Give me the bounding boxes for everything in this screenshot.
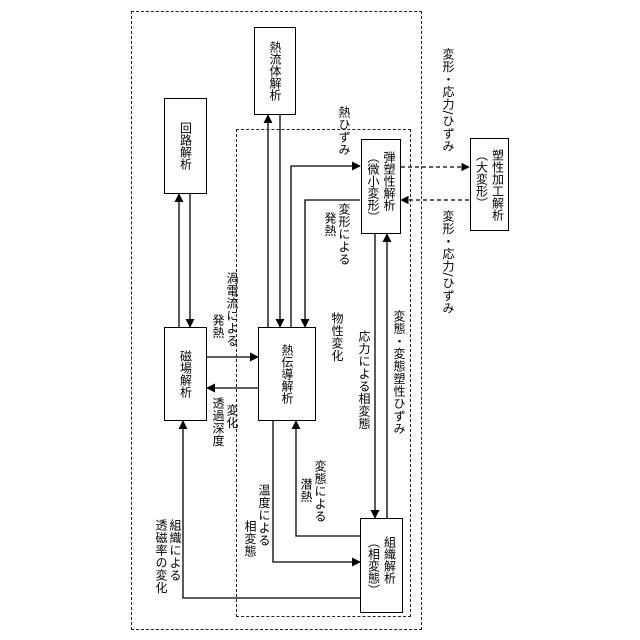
label-stress-phase: 応力による相変態 bbox=[357, 330, 371, 430]
label-deform-heat-1: 変形による bbox=[337, 203, 351, 266]
label-property-change: 物性変化 bbox=[330, 312, 344, 362]
label-permeability-1: 組織による bbox=[168, 519, 182, 582]
label-eddy-heat-1: 渦電流による bbox=[225, 272, 239, 347]
label-depth-2: 変化 bbox=[225, 404, 239, 429]
label-depth-1: 透過深度 bbox=[211, 397, 225, 447]
label-latent-2: 潜熱 bbox=[299, 478, 313, 503]
elastoplastic-sublabel: （微小変形） bbox=[366, 151, 380, 223]
label-temp-phase-2: 相変態 bbox=[243, 520, 257, 558]
label-deform-heat-2: 発熱 bbox=[323, 212, 337, 237]
magnetic-analysis-label: 磁場解析 bbox=[179, 350, 193, 398]
heat-conduction-box: 熱伝導解析 bbox=[258, 327, 316, 421]
label-eddy-heat-2: 発熱 bbox=[211, 314, 225, 339]
label-permeability-2: 透磁率の変化 bbox=[154, 519, 168, 594]
plastic-working-box: 塑性加工解析 （大変形） bbox=[470, 138, 509, 231]
structure-analysis-sublabel: （相変態） bbox=[367, 536, 381, 596]
circuit-analysis-label: 回路解析 bbox=[179, 122, 193, 170]
structure-analysis-label: 組織解析 bbox=[383, 536, 397, 596]
circuit-analysis-box: 回路解析 bbox=[164, 98, 207, 194]
thermal-fluid-box: 熱流体解析 bbox=[254, 27, 296, 115]
magnetic-analysis-box: 磁場解析 bbox=[164, 327, 207, 421]
heat-conduction-label: 熱伝導解析 bbox=[280, 344, 294, 404]
label-temp-phase-1: 温度による bbox=[257, 484, 271, 547]
elastoplastic-label: 弾塑性解析 bbox=[382, 151, 396, 223]
label-thermal-strain: 熱ひずみ bbox=[337, 106, 351, 156]
label-dsv-top: 変形・応力/ひずみ bbox=[441, 48, 455, 153]
thermal-fluid-label: 熱流体解析 bbox=[268, 41, 282, 101]
label-dsv-bottom: 変形・応力/ひずみ bbox=[441, 210, 455, 315]
plastic-working-sublabel: （大変形） bbox=[475, 149, 489, 221]
plastic-working-label: 塑性加工解析 bbox=[491, 149, 505, 221]
structure-analysis-box: 組織解析 （相変態） bbox=[360, 518, 403, 613]
label-transform-strain: 変態・変態塑性ひずみ bbox=[392, 310, 406, 435]
label-latent-1: 変態による bbox=[313, 460, 327, 523]
elastoplastic-box: 弾塑性解析 （微小変形） bbox=[361, 139, 401, 234]
